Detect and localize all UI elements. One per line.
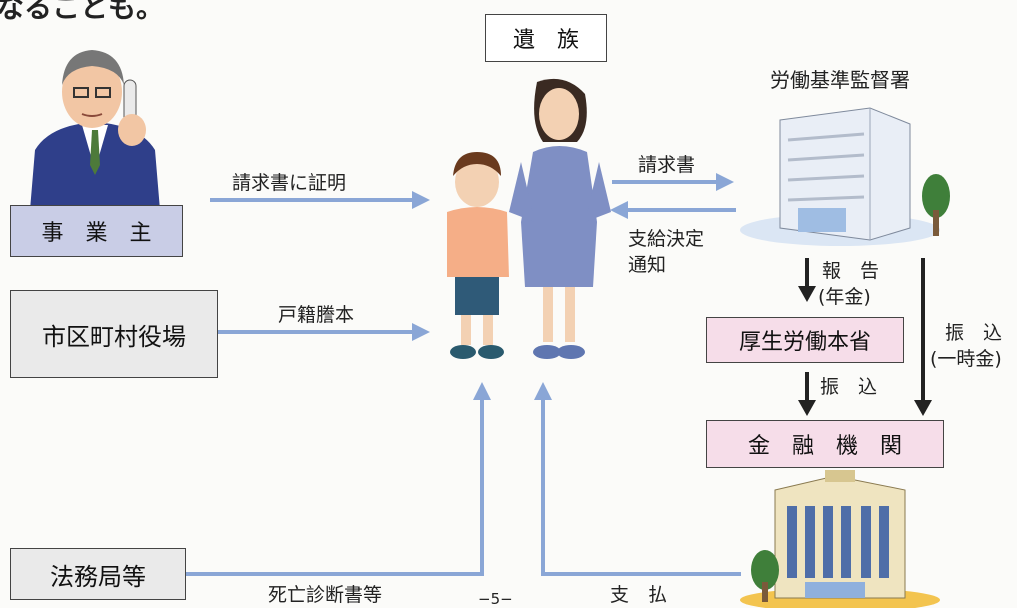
arrowhead-payment: [534, 382, 552, 400]
legal-affairs-box: 法務局等: [10, 548, 186, 600]
arrow-payment-vertical: [541, 396, 545, 576]
municipal-office-label: 市区町村役場: [42, 322, 186, 351]
header-fragment: なることも。: [0, 0, 165, 24]
arrowhead-lump-sum: [914, 400, 932, 416]
family-label-text: 遺 族: [512, 28, 579, 53]
arrowhead-employer: [412, 191, 430, 209]
flow-label-report-1: 報 告: [822, 260, 880, 282]
flow-label-decision-1: 支給決定: [628, 228, 705, 250]
arrowhead-municipal: [412, 323, 430, 341]
labor-office-building: [740, 107, 950, 246]
flow-label-decision-2: 通知: [628, 254, 667, 276]
legal-affairs-label: 法務局等: [50, 562, 146, 591]
arrow-decision-to-family: [626, 208, 736, 212]
arrow-claim-to-labor-office: [612, 180, 722, 184]
family-illustration: [447, 78, 611, 359]
bank-building: [740, 470, 940, 608]
arrowhead-report: [798, 286, 816, 302]
employer-label: 事 業 主: [41, 221, 152, 246]
arrowhead-claim: [716, 173, 734, 191]
bank-label: 金 融 機 関: [747, 434, 902, 459]
flow-label-report-2: (年金): [818, 286, 871, 308]
ministry-label: 厚生労働本省: [738, 330, 871, 355]
employer-illustration: [30, 50, 160, 210]
arrowhead-decision: [610, 201, 628, 219]
arrow-report-to-ministry: [805, 258, 809, 290]
arrowhead-legal: [473, 382, 491, 400]
arrow-legal-horizontal: [186, 572, 484, 576]
bank-box: 金 融 機 関: [706, 420, 944, 468]
flow-label-transfer: 振 込: [820, 376, 878, 398]
flow-label-death-certificate: 死亡診断書等: [268, 584, 383, 606]
arrow-municipal-to-family: [218, 330, 418, 334]
flow-label-claim: 請求書: [638, 154, 696, 176]
municipal-office-box: 市区町村役場: [10, 290, 218, 378]
ministry-box: 厚生労働本省: [706, 317, 904, 363]
arrow-ministry-to-bank: [805, 372, 809, 404]
flow-label-koseki: 戸籍謄本: [278, 304, 355, 326]
arrow-lump-sum-to-bank: [921, 258, 925, 404]
page-number: −5−: [478, 590, 513, 608]
flow-label-transfer-lump-1: 振 込: [945, 322, 1003, 344]
employer-box: 事 業 主: [10, 205, 183, 257]
flow-label-payment: 支 払: [610, 584, 668, 606]
family-label: 遺 族: [485, 14, 607, 62]
flow-label-certify: 請求書に証明: [232, 172, 347, 194]
arrowhead-ministry: [798, 400, 816, 416]
arrow-legal-vertical: [480, 396, 484, 576]
arrow-employer-to-family: [210, 198, 418, 202]
flow-label-transfer-lump-2: (一時金): [930, 348, 1002, 370]
arrow-payment-horizontal: [541, 572, 741, 576]
labor-office-title: 労働基準監督署: [770, 68, 910, 92]
